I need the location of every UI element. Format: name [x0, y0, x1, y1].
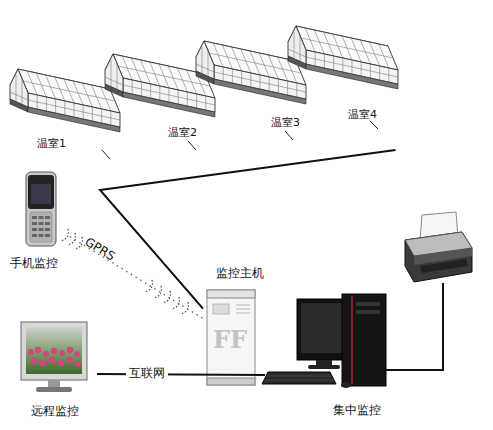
edge-label: GPRS	[82, 235, 117, 264]
node-label: 温室3	[271, 116, 300, 130]
node-label: 监控主机	[216, 266, 264, 280]
central-node: 集中监控	[265, 295, 393, 420]
phone-node: 手机监控	[8, 170, 70, 268]
node-label: 远程监控	[31, 404, 79, 418]
greenhouse-node: 温室4	[288, 12, 400, 150]
greenhouse-node: 温室2	[105, 40, 217, 140]
connector-line	[100, 150, 396, 309]
edge-label: 互联网	[126, 366, 168, 380]
connector-line	[97, 374, 265, 375]
remote-node: 远程监控	[15, 320, 97, 420]
greenhouse-node: 温室3	[196, 27, 308, 127]
node-label: 集中监控	[333, 403, 381, 417]
node-label: 温室1	[37, 137, 66, 151]
node-label: 温室2	[168, 126, 197, 140]
node-label: 温室4	[348, 108, 377, 122]
host-node: 监控主机	[203, 266, 261, 388]
greenhouse-node: 温室1	[10, 55, 122, 155]
logo-text: FF	[213, 328, 247, 352]
node-label: 手机监控	[10, 256, 58, 270]
